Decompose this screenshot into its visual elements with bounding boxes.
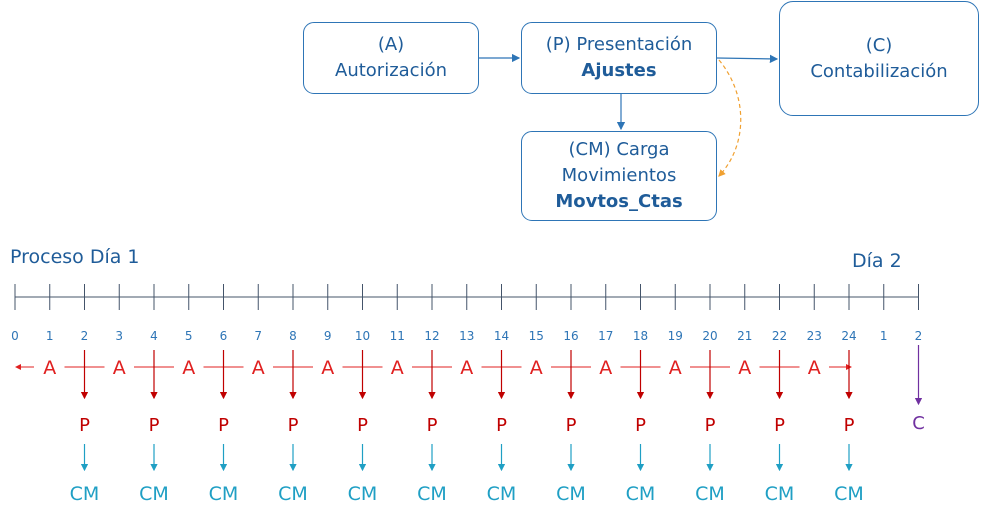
timeline-tick-label: 6 xyxy=(220,329,228,343)
box-cm-table: Movtos_Ctas xyxy=(555,191,683,212)
timeline-tick-label: 10 xyxy=(355,329,370,343)
timeline-tick-label: 9 xyxy=(324,329,332,343)
box-cm-name: (CM) Carga xyxy=(568,139,670,160)
timeline-tick-label: 17 xyxy=(598,329,613,343)
timeline-tick-label: 23 xyxy=(807,329,822,343)
p-label: P xyxy=(149,415,160,436)
a-label: A xyxy=(738,357,751,379)
box-carga-movimientos: (CM) Carga Movimientos Movtos_Ctas xyxy=(521,131,717,221)
a-label: A xyxy=(599,357,612,379)
p-label: P xyxy=(566,415,577,436)
timeline-tick-label: 14 xyxy=(494,329,509,343)
p-label: P xyxy=(844,415,855,436)
cm-label: CM xyxy=(626,483,656,505)
box-cm-name2: Movimientos xyxy=(561,165,677,186)
timeline-tick-label: 0 xyxy=(11,329,19,343)
timeline-tick-label: 21 xyxy=(737,329,752,343)
cm-label: CM xyxy=(556,483,586,505)
timeline-tick-label: 12 xyxy=(424,329,439,343)
a-label: A xyxy=(321,357,334,379)
a-label: A xyxy=(252,357,265,379)
cm-label: CM xyxy=(139,483,169,505)
timeline-tick-label: 22 xyxy=(772,329,787,343)
p-label: P xyxy=(427,415,438,436)
timeline-tick-label: 11 xyxy=(390,329,405,343)
cm-label: CM xyxy=(417,483,447,505)
timeline-tick-label: 13 xyxy=(459,329,474,343)
timeline-tick-label: 4 xyxy=(150,329,158,343)
a-label: A xyxy=(113,357,126,379)
box-contabilizacion: (C) Contabilización xyxy=(779,1,979,116)
arrow-p-to-c xyxy=(716,54,779,64)
cm-label: CM xyxy=(765,483,795,505)
timeline-tick-label: 18 xyxy=(633,329,648,343)
p-label: P xyxy=(357,415,368,436)
box-autorizacion: (A) Autorización xyxy=(303,22,479,94)
a-label: A xyxy=(669,357,682,379)
a-label: A xyxy=(530,357,543,379)
cm-label: CM xyxy=(278,483,308,505)
a-label: A xyxy=(182,357,195,379)
cm-label: CM xyxy=(834,483,864,505)
timeline-tick-label: 7 xyxy=(254,329,262,343)
timeline-tick-label: 1 xyxy=(880,329,888,343)
p-label: P xyxy=(635,415,646,436)
timeline-tick-label: 20 xyxy=(702,329,717,343)
timeline-tick-label: 16 xyxy=(563,329,578,343)
a-label: A xyxy=(460,357,473,379)
box-c-name: Contabilización xyxy=(810,60,948,82)
a-label: A xyxy=(808,357,821,379)
cm-label: CM xyxy=(695,483,725,505)
p-label: P xyxy=(79,415,90,436)
a-label: A xyxy=(391,357,404,379)
box-a-name: Autorización xyxy=(335,60,447,81)
p-label: P xyxy=(496,415,507,436)
timeline-tick-label: 15 xyxy=(529,329,544,343)
timeline-tick-label: 1 xyxy=(46,329,54,343)
timeline-tick-label: 24 xyxy=(841,329,856,343)
timeline-title-day1: Proceso Día 1 xyxy=(10,246,140,268)
timeline-tick-label: 3 xyxy=(115,329,123,343)
timeline-tick-label: 5 xyxy=(185,329,193,343)
timeline-tick-label: 2 xyxy=(915,329,923,343)
p-label: P xyxy=(705,415,716,436)
cm-label: CM xyxy=(209,483,239,505)
p-label: P xyxy=(288,415,299,436)
cm-label: CM xyxy=(348,483,378,505)
box-presentacion: (P) Presentación Ajustes xyxy=(521,22,717,94)
timeline-tick-label: 2 xyxy=(81,329,89,343)
a-label: A xyxy=(43,357,56,379)
dashed-link-p-cm xyxy=(718,59,742,177)
box-a-code: (A) xyxy=(377,34,405,55)
timeline-title-day2: Día 2 xyxy=(852,250,902,272)
box-p-table: Ajustes xyxy=(581,60,657,81)
box-c-code: (C) xyxy=(865,34,893,56)
p-label: P xyxy=(218,415,229,436)
c-label: C xyxy=(912,413,925,434)
cm-label: CM xyxy=(70,483,100,505)
box-p-name: (P) Presentación xyxy=(545,34,693,55)
p-label: P xyxy=(774,415,785,436)
timeline-tick-label: 19 xyxy=(668,329,683,343)
timeline-tick-label: 8 xyxy=(289,329,297,343)
cm-label: CM xyxy=(487,483,517,505)
